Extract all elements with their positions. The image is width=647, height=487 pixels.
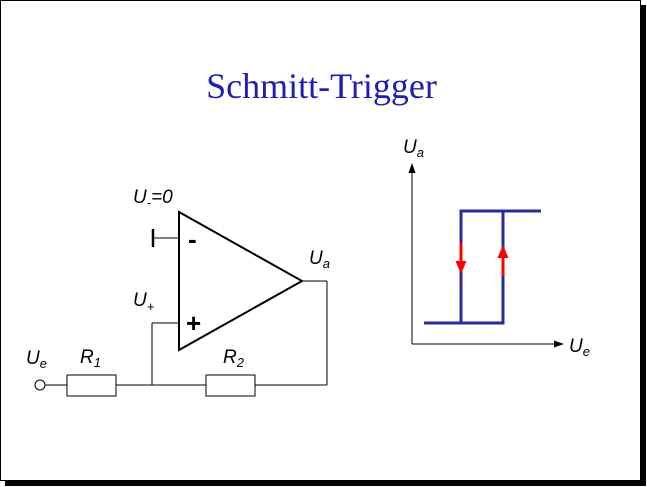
- schmitt-trigger-circuit: [34, 210, 328, 397]
- slide: Schmitt-Trigger: [0, 0, 641, 481]
- label-u-e-input: Ue: [26, 348, 47, 371]
- y-axis-arrowhead: [408, 163, 416, 173]
- arrow-down-head: [455, 261, 467, 274]
- input-terminal: [34, 379, 46, 391]
- hysteresis-graph: Ua Ue: [403, 137, 590, 359]
- direction-arrows: [455, 243, 509, 276]
- label-u-plus: U+: [133, 290, 155, 314]
- op-amp-triangle: [178, 210, 305, 352]
- slide-title: Schmitt-Trigger: [206, 66, 437, 106]
- x-axis-arrowhead: [554, 340, 564, 348]
- hysteresis-loop: [424, 209, 541, 325]
- arrow-up-head: [497, 245, 509, 258]
- plus-sign: +: [186, 308, 201, 338]
- label-u-minus: U-=0: [133, 187, 173, 210]
- label-r1: R1: [80, 347, 101, 370]
- minus-sign: -: [188, 224, 197, 254]
- resistor-r1: [66, 374, 117, 397]
- label-r2: R2: [223, 347, 245, 370]
- label-u-a-output: Ua: [309, 248, 330, 271]
- y-axis-label: Ua: [403, 137, 424, 160]
- resistor-r2: [205, 374, 256, 397]
- x-axis-label: Ue: [569, 336, 590, 359]
